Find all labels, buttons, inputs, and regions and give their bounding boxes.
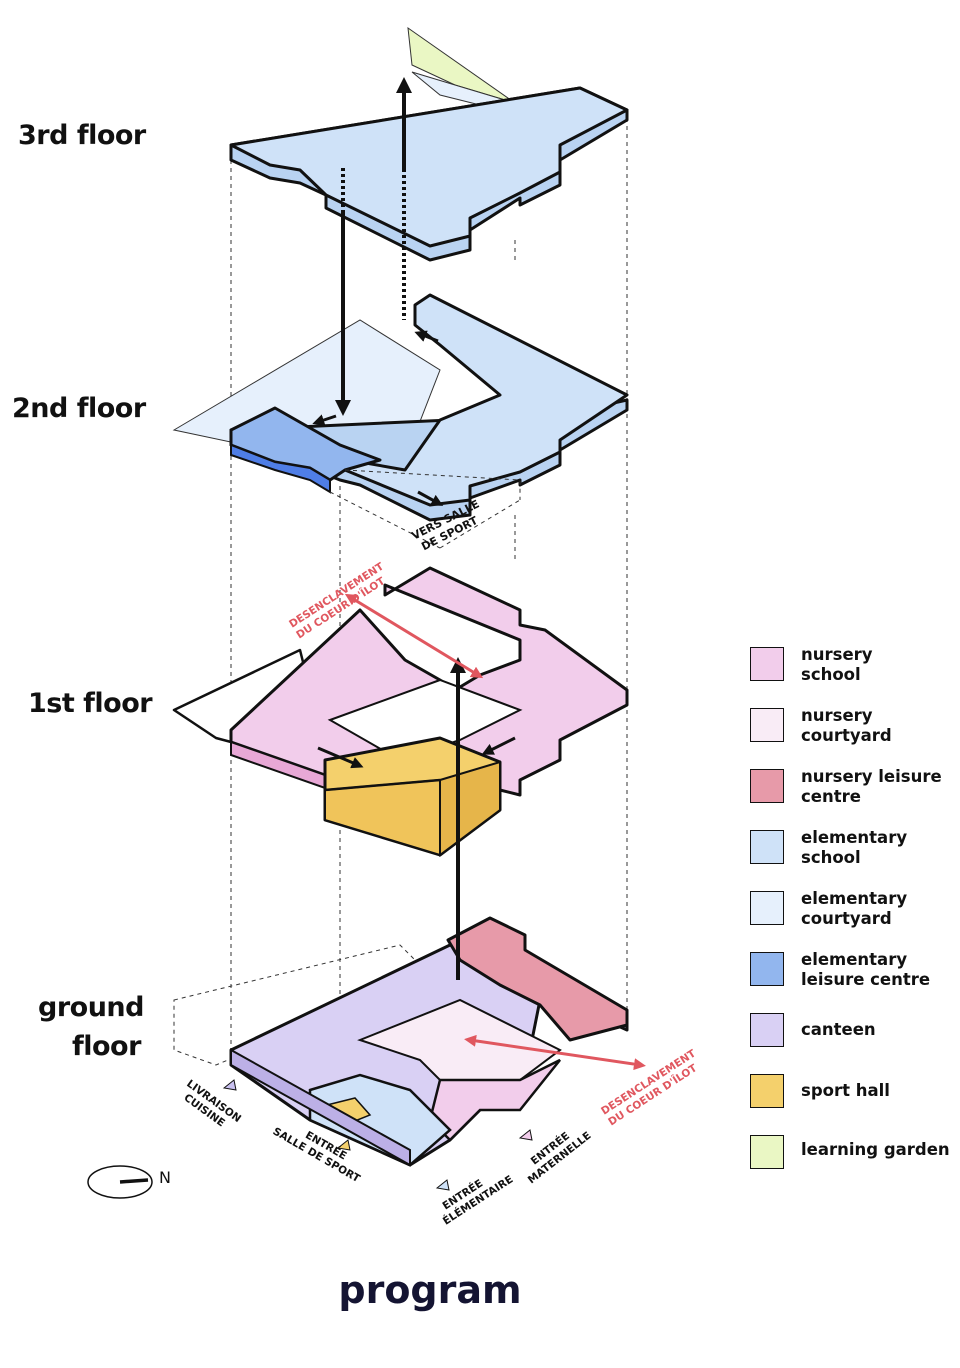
diagram-title: program xyxy=(338,1268,522,1312)
floor-label-floor: floor xyxy=(72,1031,141,1062)
circulation-arrows xyxy=(312,77,516,980)
legend-swatch xyxy=(750,769,784,803)
legend-swatch xyxy=(750,1074,784,1108)
entrance-markers xyxy=(222,1079,533,1191)
legend-item-canteen: canteen xyxy=(750,1011,955,1059)
floor-label-ground: ground xyxy=(38,992,144,1023)
annotation-desenclavement-lower: DESENCLAVEMENT DU COEUR D'ÎLOT xyxy=(599,1047,700,1128)
desenclavement-arrows xyxy=(344,593,646,1071)
legend-swatch xyxy=(750,952,784,986)
legend-swatch xyxy=(750,708,784,742)
legend-item-learning-garden: learning garden xyxy=(750,1133,955,1181)
annotation-entree-maternelle: ENTRÉE MATERNELLE xyxy=(526,1129,594,1186)
compass-label: N xyxy=(159,1168,171,1187)
legend-swatch xyxy=(750,1135,784,1169)
legend-label: canteen xyxy=(801,1020,876,1039)
first-floor xyxy=(172,566,629,857)
legend-swatch xyxy=(750,830,784,864)
third-floor-slab xyxy=(229,86,629,262)
legend-swatch xyxy=(750,1013,784,1047)
legend-label: learning garden xyxy=(801,1140,950,1159)
legend-swatch xyxy=(750,891,784,925)
floor-label-3rd: 3rd floor xyxy=(18,120,146,151)
legend-label: sport hall xyxy=(801,1081,890,1100)
ground-floor xyxy=(173,916,629,1167)
compass-icon xyxy=(87,1165,153,1199)
learning-garden xyxy=(407,26,517,111)
floor-label-1st: 1st floor xyxy=(28,688,153,719)
floor-label-2nd: 2nd floor xyxy=(12,393,146,424)
annotation-entree-elementaire: ENTRÉE ÉLÉMENTAIRE xyxy=(440,1173,515,1228)
second-floor xyxy=(172,293,629,549)
legend-swatch xyxy=(750,647,784,681)
legend-item-sport-hall: sport hall xyxy=(750,1072,955,1120)
